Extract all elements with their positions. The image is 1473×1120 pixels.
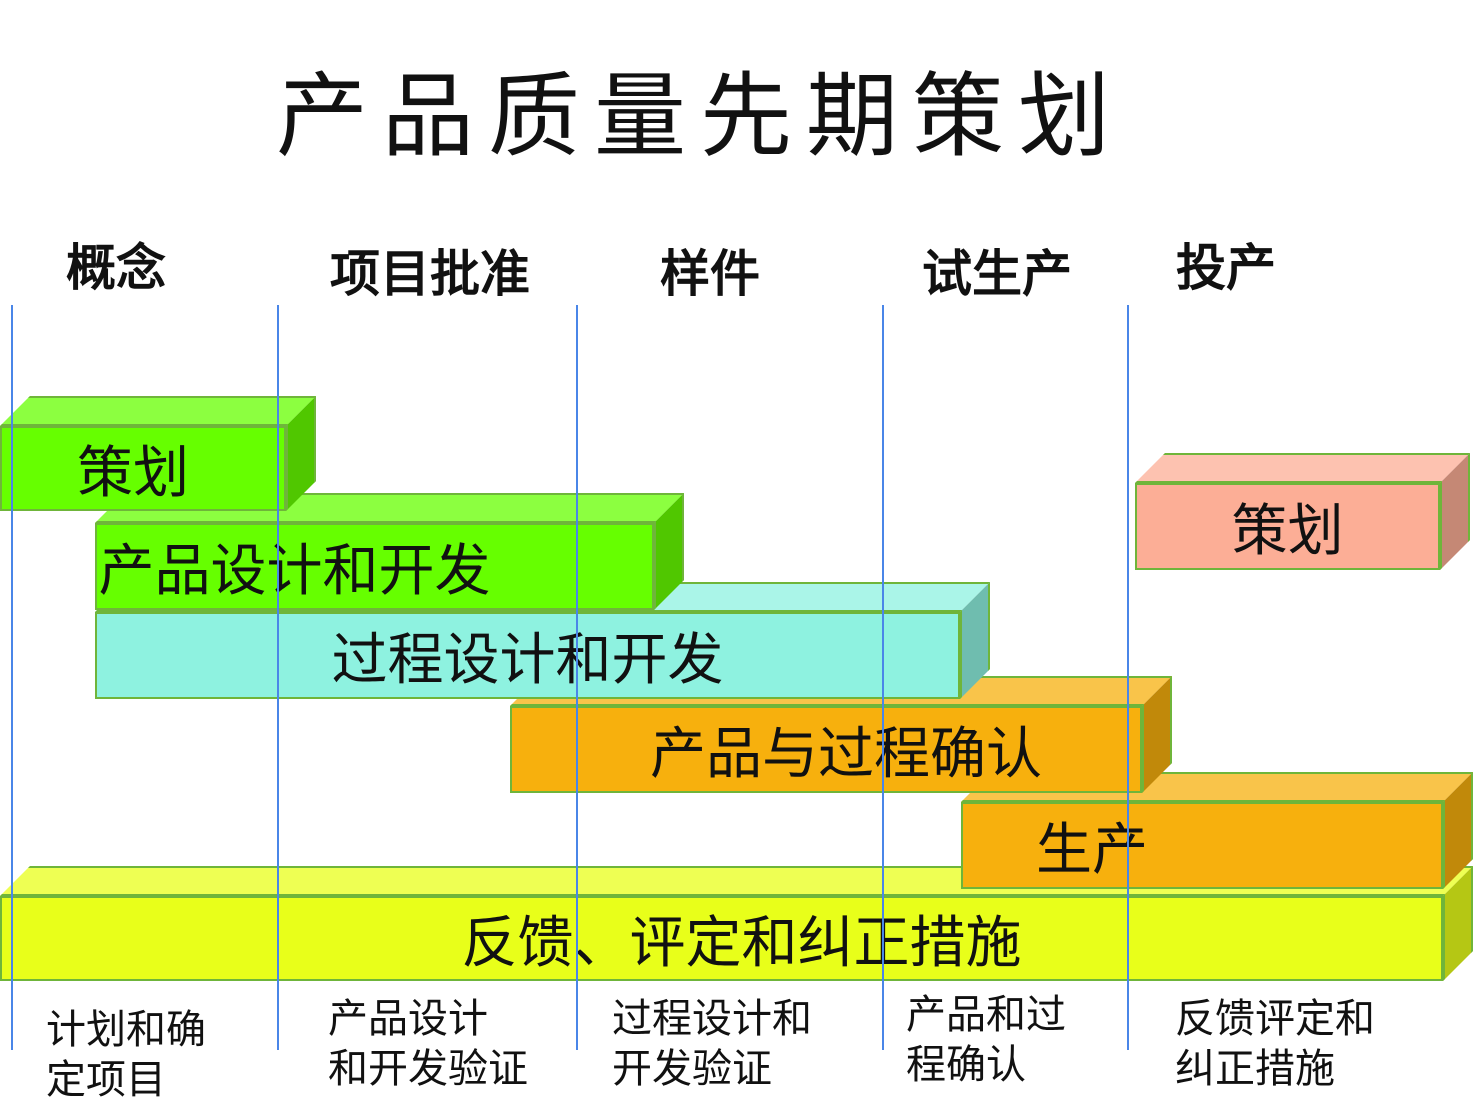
- description-line: 纠正措施: [1175, 1046, 1335, 1092]
- description-line: 程确认: [906, 1042, 1026, 1088]
- phase-divider: [1127, 305, 1129, 1050]
- description-line: 开发验证: [612, 1046, 772, 1092]
- phase-divider: [11, 305, 13, 1050]
- phase-label-concept: 概念: [66, 239, 166, 297]
- description-line: 过程设计和: [612, 996, 812, 1042]
- bar-label: 过程设计和开发: [331, 628, 724, 693]
- phase-label-launch: 投产: [1176, 239, 1276, 297]
- description-line: 定项目: [46, 1057, 166, 1103]
- bar-label: 策划: [77, 441, 189, 506]
- description-line: 反馈评定和: [1175, 996, 1375, 1042]
- page-title: 产品质量先期策划: [275, 63, 1124, 170]
- phase-divider: [576, 305, 578, 1050]
- phase-label-pilot: 试生产: [922, 245, 1072, 303]
- bar-label: 策划: [1231, 499, 1344, 564]
- phase-label-project-approval: 项目批准: [330, 245, 530, 303]
- bar-label: 产品与过程确认: [650, 722, 1042, 787]
- description-line: 和开发验证: [328, 1046, 528, 1092]
- bar-label: 生产: [1036, 818, 1148, 883]
- phase-description-pilot: 产品和过 程确认: [906, 990, 1066, 1090]
- description-line: 计划和确: [46, 1007, 206, 1053]
- phase-description-approval: 产品设计 和开发验证: [328, 994, 528, 1094]
- phase-description-prototype: 过程设计和 开发验证: [612, 994, 812, 1094]
- phase-divider: [882, 305, 884, 1050]
- bar-planning: 策划: [0, 396, 316, 511]
- phase-divider: [277, 305, 279, 1050]
- bar-label: 反馈、评定和纠正措施: [461, 911, 1022, 976]
- description-line: 产品设计: [328, 996, 488, 1042]
- bar-planning-launch: 策划: [1135, 453, 1470, 570]
- phase-description-concept: 计划和确 定项目: [46, 1005, 206, 1105]
- phase-label-prototype: 样件: [660, 245, 760, 303]
- description-line: 产品和过: [906, 992, 1066, 1038]
- bar-label: 产品设计和开发: [98, 539, 491, 604]
- phase-description-launch: 反馈评定和 纠正措施: [1175, 994, 1375, 1094]
